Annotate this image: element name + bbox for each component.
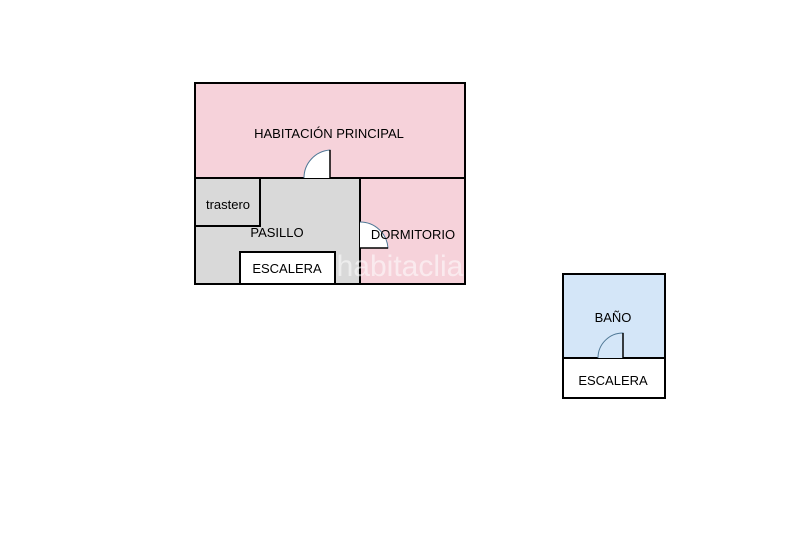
label-hallway: PASILLO: [250, 225, 303, 240]
label-stairs-2: ESCALERA: [578, 373, 648, 388]
label-stairs-1: ESCALERA: [252, 261, 322, 276]
watermark-logo: habitaclia: [337, 250, 464, 283]
room-storage: [194, 177, 261, 227]
room-stairs-1: [239, 251, 336, 285]
label-bathroom: BAÑO: [595, 310, 632, 325]
main-floor: HABITACIÓN PRINCIPAL trastero PASILLO DO…: [194, 82, 466, 285]
label-bedroom: DORMITORIO: [371, 227, 455, 242]
label-main-bedroom: HABITACIÓN PRINCIPAL: [254, 126, 404, 141]
label-storage: trastero: [206, 197, 250, 212]
upper-floor: BAÑO ESCALERA: [562, 273, 666, 399]
